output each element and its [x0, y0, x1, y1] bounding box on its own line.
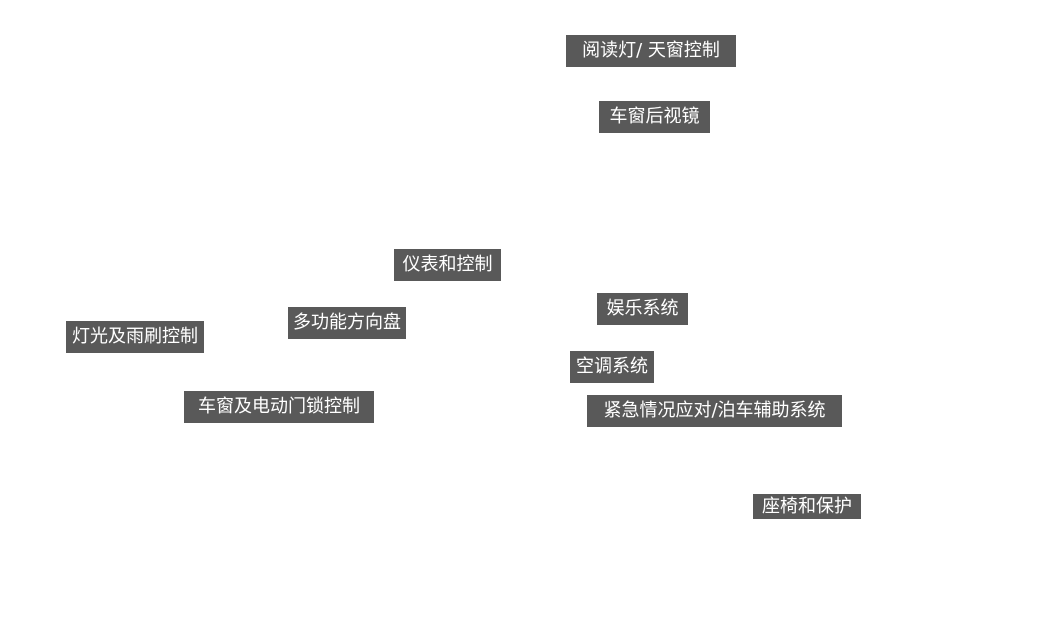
hotspot-window-mirror[interactable]: 车窗后视镜	[599, 101, 710, 133]
hotspot-emergency-parking-assist[interactable]: 紧急情况应对/泊车辅助系统	[587, 395, 842, 427]
hotspot-reading-light-sunroof[interactable]: 阅读灯/ 天窗控制	[566, 35, 736, 67]
hotspot-lights-wipers[interactable]: 灯光及雨刷控制	[66, 321, 204, 353]
hotspot-instruments-controls[interactable]: 仪表和控制	[394, 249, 501, 281]
hotspot-seats-protection[interactable]: 座椅和保护	[753, 494, 861, 519]
hotspot-windows-door-locks[interactable]: 车窗及电动门锁控制	[184, 391, 374, 423]
hotspot-entertainment-system[interactable]: 娱乐系统	[597, 293, 688, 325]
hotspot-multifunction-steering-wheel[interactable]: 多功能方向盘	[288, 307, 406, 339]
hotspot-air-conditioning[interactable]: 空调系统	[570, 351, 654, 383]
